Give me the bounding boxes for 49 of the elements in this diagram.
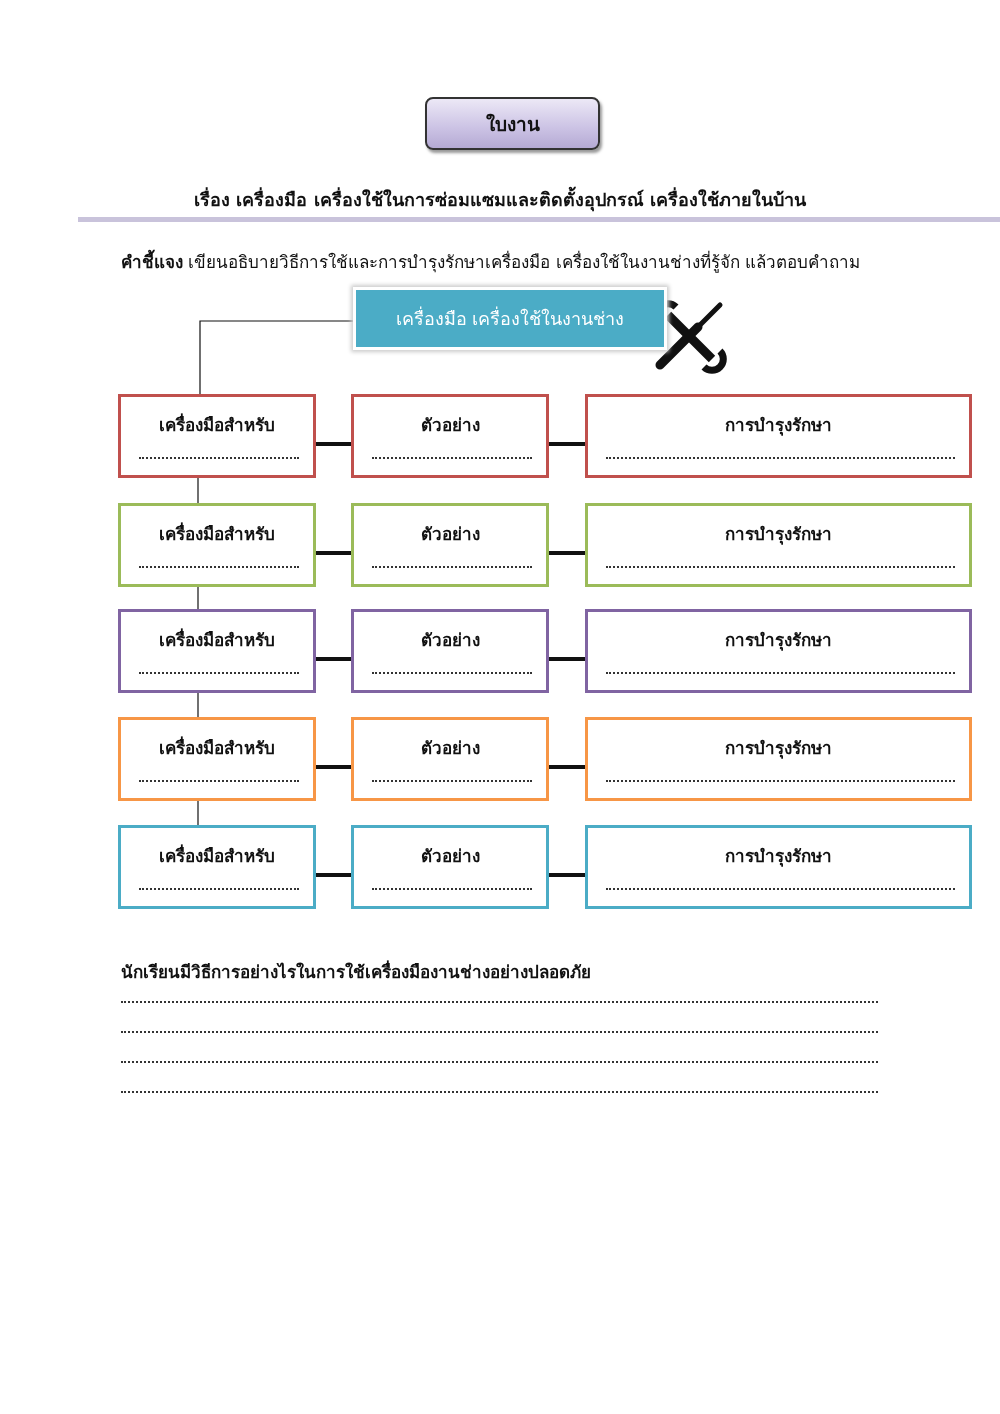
connector-line [549, 442, 585, 446]
answer-card [351, 394, 549, 478]
card-heading: การบำรุงรักษา [724, 414, 833, 438]
connector-line [316, 873, 351, 877]
topic-box: เครื่องมือ เครื่องใช้ในงานช่าง [353, 287, 667, 350]
answer-card [351, 825, 549, 909]
connector-line [199, 320, 354, 395]
connector-line [549, 657, 585, 661]
card-heading: การบำรุงรักษา [724, 845, 833, 869]
title-text: เรื่อง เครื่องมือ เครื่องใช้ในการซ่อมแซมและติดตั้งอุปกรณ์ เครื่องใช้ภายในบ้าน [0, 185, 1000, 214]
answer-card [351, 609, 549, 693]
answer-card [585, 825, 972, 909]
card-heading: ตัวอย่าง [419, 629, 481, 652]
answer-card [118, 609, 316, 693]
answer-card [585, 717, 972, 801]
answer-card [585, 503, 972, 587]
connector-line [197, 477, 199, 504]
connector-line [316, 765, 351, 769]
card-heading: การบำรุงรักษา [724, 629, 833, 653]
card-heading: เครื่องมือสำหรับ [158, 521, 276, 546]
card-heading: เครื่องมือสำหรับ [158, 627, 276, 652]
card-heading: เครื่องมือสำหรับ [158, 412, 276, 437]
answer-card [585, 609, 972, 693]
answer-card [118, 503, 316, 587]
title-button: ใบงาน [425, 97, 600, 150]
connector-line [316, 551, 351, 555]
connector-line [316, 442, 351, 446]
answer-card [351, 503, 549, 587]
card-heading: ตัวอย่าง [419, 737, 481, 760]
connector-line [549, 551, 585, 555]
answer-card [118, 825, 316, 909]
card-heading: เครื่องมือสำหรับ [158, 843, 276, 868]
connector-line [197, 692, 199, 718]
answer-card [118, 717, 316, 801]
answer-card [351, 717, 549, 801]
connector-line [197, 586, 199, 610]
card-heading: การบำรุงรักษา [724, 523, 833, 547]
answer-card [585, 394, 972, 478]
answer-card [118, 394, 316, 478]
card-heading: ตัวอย่าง [419, 523, 481, 546]
card-heading: เครื่องมือสำหรับ [158, 735, 276, 760]
card-heading: ตัวอย่าง [419, 414, 481, 437]
connector-line [316, 657, 351, 661]
connector-line [549, 765, 585, 769]
connector-line [549, 873, 585, 877]
connector-line [197, 800, 199, 826]
card-heading: การบำรุงรักษา [724, 737, 833, 761]
question-text: นักเรียนมีวิธีการอย่างไรในการใช้เครื่องมืองานช่างอย่างปลอดภัย [121, 959, 591, 984]
card-heading: ตัวอย่าง [419, 845, 481, 868]
